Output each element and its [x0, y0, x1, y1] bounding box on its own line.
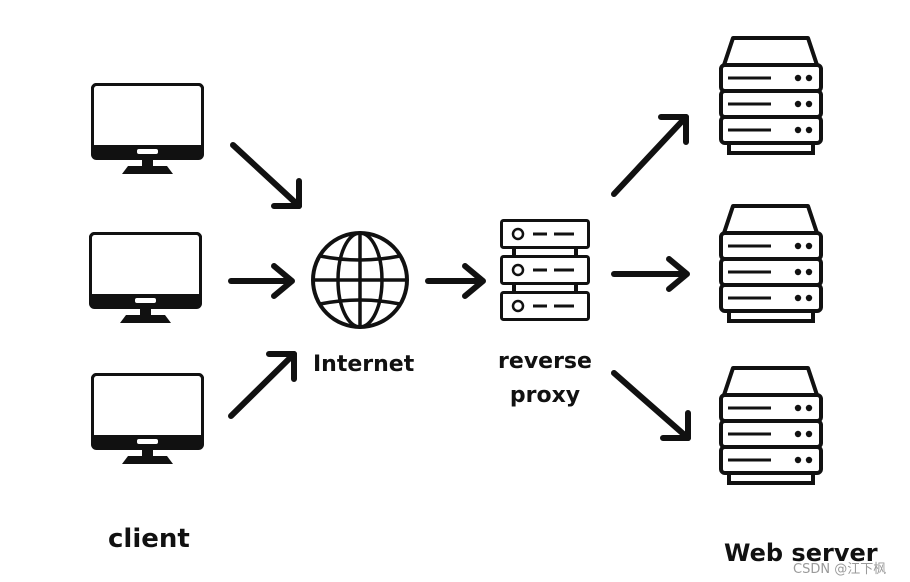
- server-tower-icon: [719, 36, 823, 155]
- web-server-label: Web server: [724, 539, 878, 567]
- globe-icon: [311, 231, 409, 329]
- arrow-proxy-to-server: [611, 256, 690, 292]
- arrow-client-to-internet: [228, 263, 295, 299]
- server-rack-icon: [500, 219, 590, 321]
- arrow-internet-to-proxy: [425, 263, 486, 299]
- reverse-proxy-label-line1: reverse: [498, 349, 592, 374]
- arrow-client-to-internet: [228, 351, 297, 419]
- reverse-proxy-label: reverse proxy: [492, 345, 598, 413]
- arrow-proxy-to-server: [611, 114, 689, 197]
- client-monitor-icon: [91, 373, 204, 466]
- internet-label: Internet: [313, 352, 415, 377]
- watermark: CSDN @江下枫: [793, 562, 887, 577]
- client-monitor-icon: [91, 83, 204, 176]
- client-monitor-icon: [89, 232, 202, 325]
- server-tower-icon: [719, 366, 823, 485]
- server-tower-icon: [719, 204, 823, 323]
- reverse-proxy-label-line2: proxy: [509, 383, 581, 408]
- client-label: client: [108, 524, 190, 554]
- arrow-client-to-internet: [230, 142, 302, 209]
- arrow-proxy-to-server: [611, 370, 691, 441]
